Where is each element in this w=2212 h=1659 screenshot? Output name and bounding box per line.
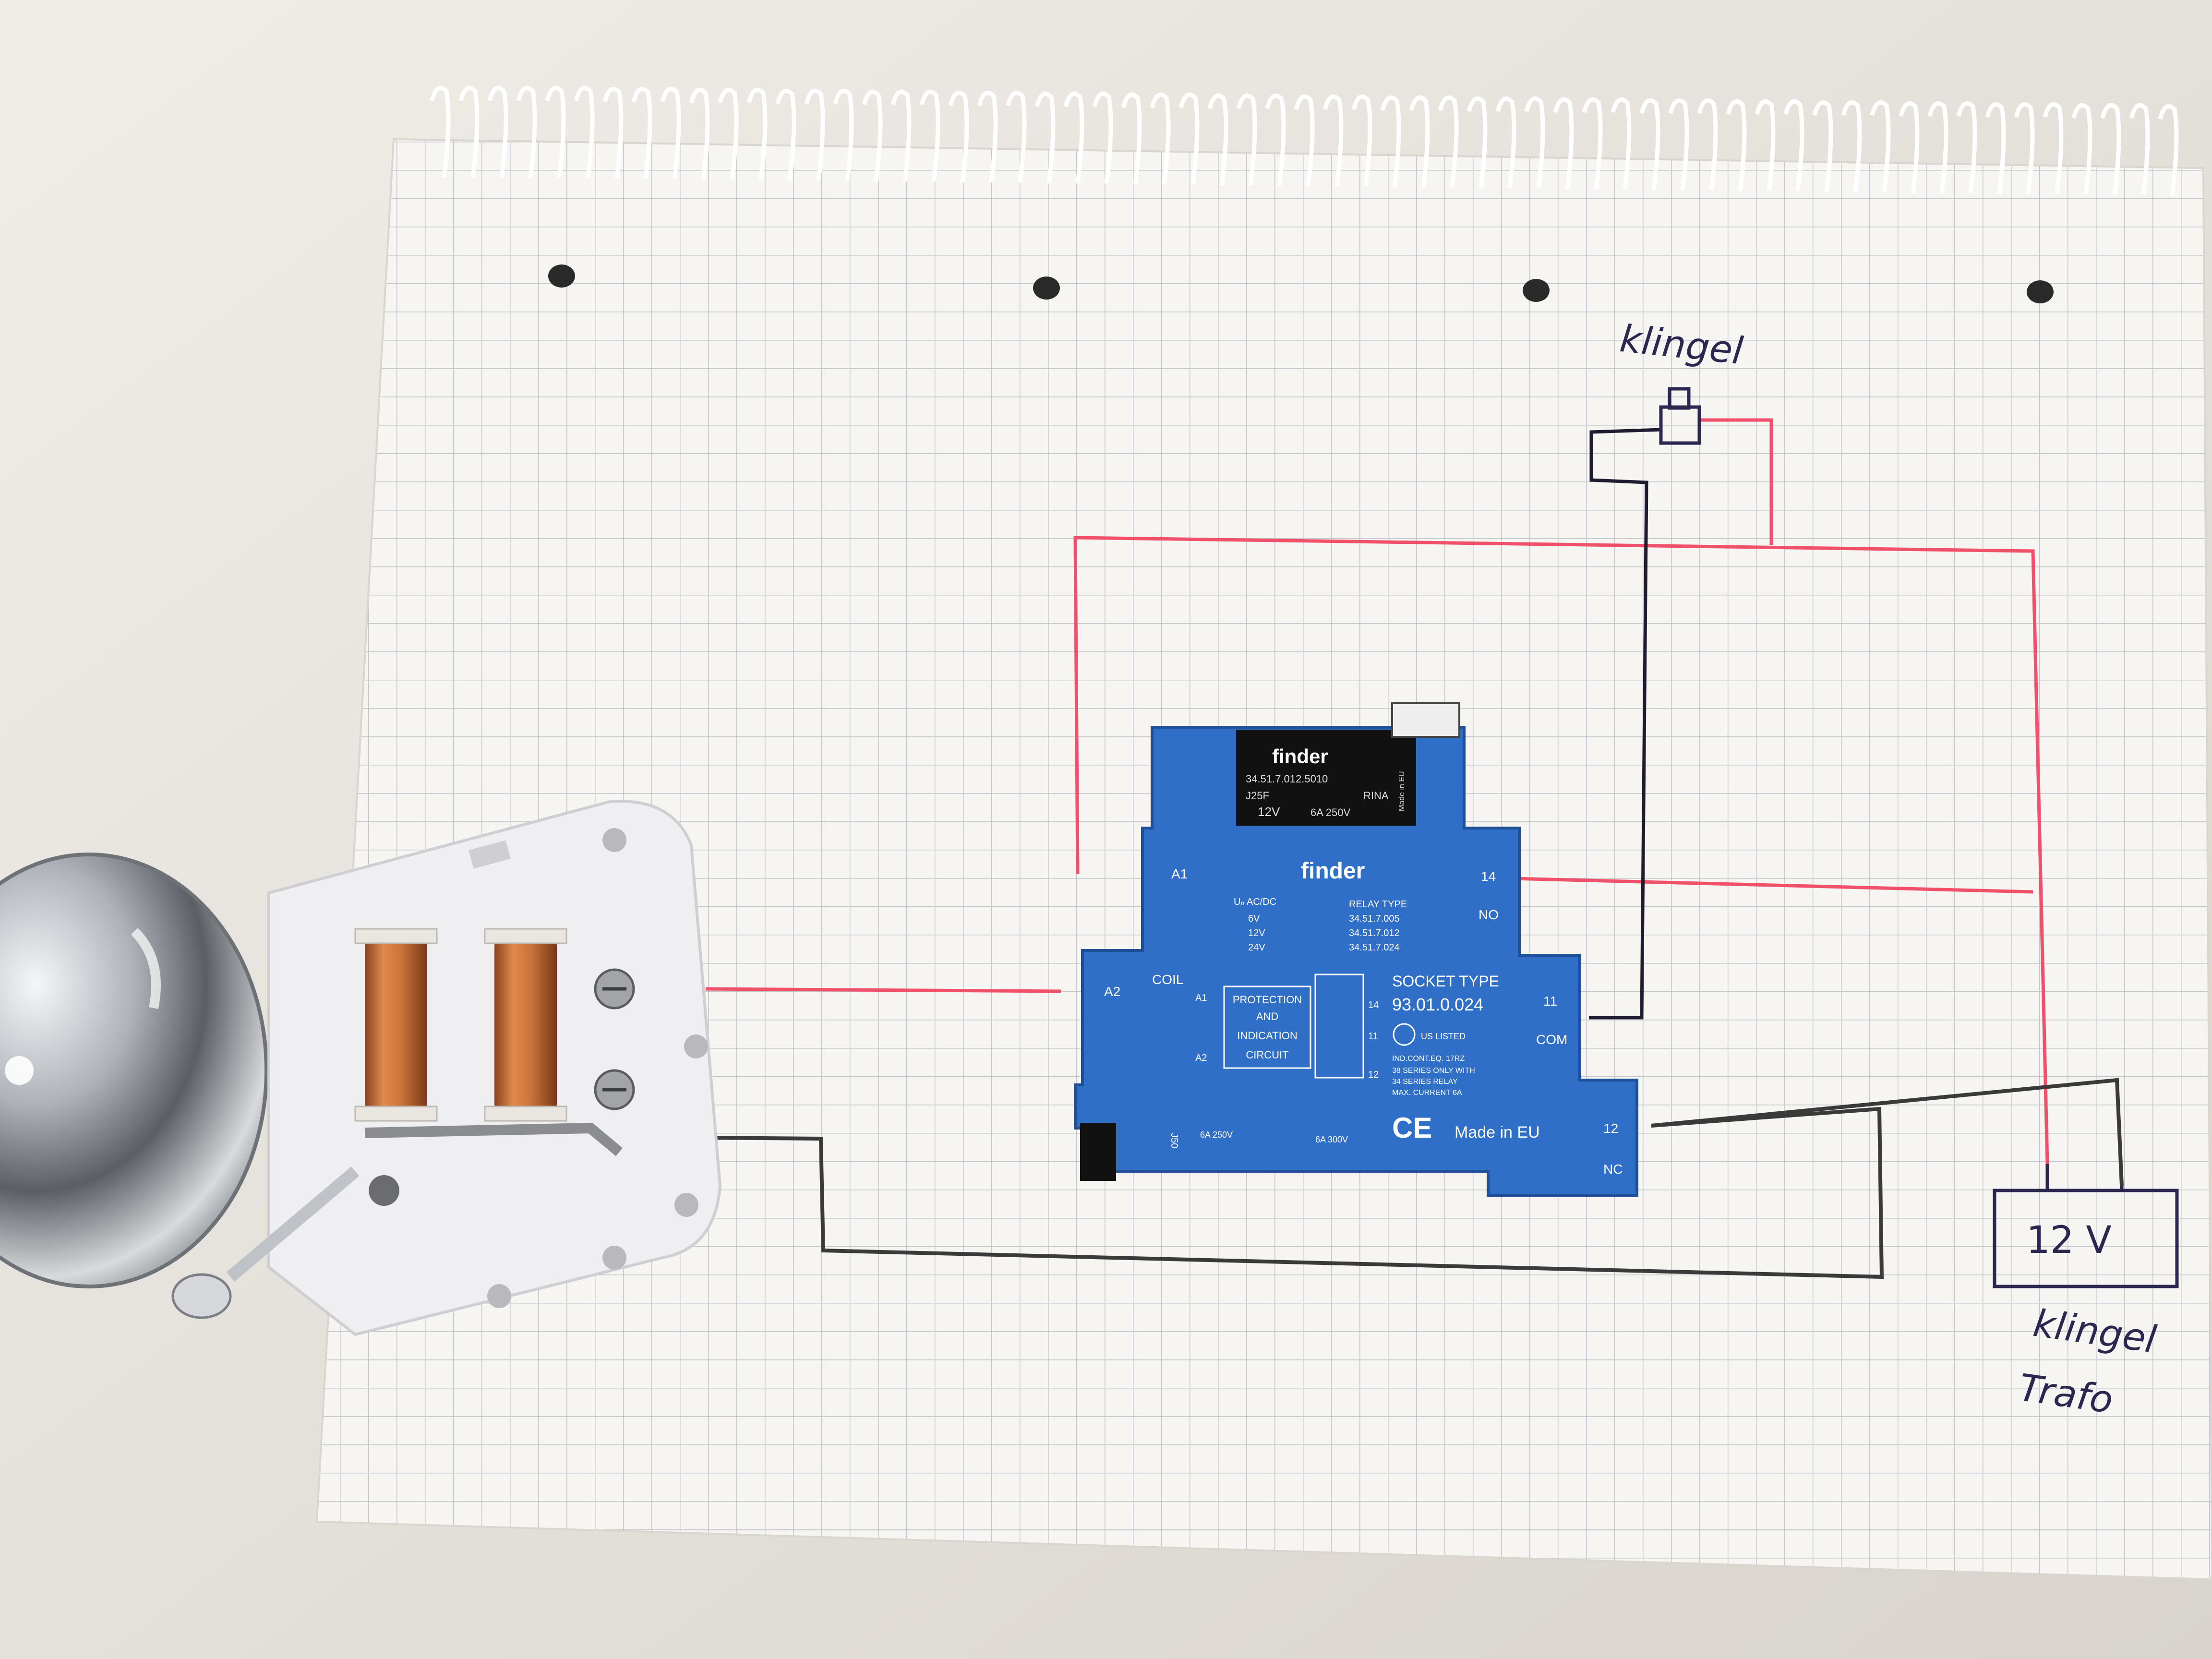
inner-12: 12 bbox=[1368, 1070, 1379, 1080]
black-wires bbox=[705, 1078, 2124, 1279]
spiral-binding bbox=[430, 85, 2179, 196]
socket-labels: finder A1 14 NO COIL A2 11 COM 12 NC Uₙ … bbox=[1104, 858, 1623, 1177]
relay-module bbox=[1074, 702, 1638, 1197]
transformer-symbol bbox=[1993, 1164, 2179, 1288]
series-2: 34 SERIES RELAY bbox=[1392, 1078, 1458, 1086]
module-model: 34.51.7.012.5010 bbox=[1246, 773, 1328, 785]
series-1: 38 SERIES ONLY WITH bbox=[1392, 1067, 1475, 1075]
label-no: NO bbox=[1479, 907, 1499, 922]
bell-switch-symbol bbox=[1659, 387, 1701, 445]
spiral-holes bbox=[548, 264, 2054, 303]
protection-line4: CIRCUIT bbox=[1246, 1049, 1288, 1061]
inner-11: 11 bbox=[1368, 1031, 1378, 1042]
inner-a2: A2 bbox=[1195, 1053, 1207, 1063]
voltage-0: 6V bbox=[1248, 914, 1260, 924]
relay-type-label: RELAY TYPE bbox=[1349, 899, 1407, 910]
relay-module-labels: finder 34.51.7.012.5010 J25F 12V 6A 250V… bbox=[1246, 745, 1406, 819]
ul-text: US LISTED bbox=[1421, 1032, 1466, 1041]
module-brand: finder bbox=[1272, 745, 1328, 768]
module-rina: RINA bbox=[1363, 790, 1389, 802]
voltage-1: 12V bbox=[1248, 928, 1265, 938]
label-12: 12 bbox=[1603, 1121, 1618, 1136]
socket-type-label: SOCKET TYPE bbox=[1392, 973, 1499, 990]
label-a2: A2 bbox=[1104, 984, 1120, 999]
max-current: MAX. CURRENT 6A bbox=[1392, 1089, 1462, 1097]
socket-brand: finder bbox=[1301, 858, 1365, 884]
voltage-2: 24V bbox=[1248, 942, 1265, 953]
protection-line3: INDICATION bbox=[1237, 1030, 1297, 1042]
module-made: Made in EU bbox=[1398, 771, 1406, 811]
module-coil: 12V bbox=[1258, 805, 1280, 819]
inner-a1: A1 bbox=[1195, 993, 1207, 1003]
ind-cont: IND.CONT.EQ. 17RZ bbox=[1392, 1055, 1465, 1063]
label-nc: NC bbox=[1603, 1162, 1623, 1177]
relay-type-0: 34.51.7.005 bbox=[1349, 914, 1400, 924]
label-com: COM bbox=[1536, 1032, 1567, 1047]
rating-1: 6A 250V bbox=[1200, 1130, 1233, 1140]
side-label: J50 bbox=[1169, 1133, 1179, 1148]
bell bbox=[0, 853, 268, 1288]
protection-line2: AND bbox=[1256, 1010, 1278, 1022]
module-code: J25F bbox=[1246, 790, 1269, 802]
transformer-voltage: 12 V bbox=[2026, 1219, 2111, 1262]
relay-type-2: 34.51.7.024 bbox=[1349, 942, 1400, 953]
hammer-arm bbox=[171, 1122, 623, 1319]
terminal-screws bbox=[594, 968, 635, 1110]
relay-type-1: 34.51.7.012 bbox=[1349, 928, 1400, 938]
red-wires bbox=[705, 418, 2049, 1165]
protection-line1: PROTECTION bbox=[1233, 994, 1302, 1006]
rating-2: 6A 300V bbox=[1315, 1135, 1348, 1144]
made-in: Made in EU bbox=[1455, 1123, 1540, 1142]
socket-type-value: 93.01.0.024 bbox=[1392, 995, 1483, 1014]
label-14: 14 bbox=[1481, 869, 1496, 884]
label-coil: COIL bbox=[1152, 972, 1183, 987]
electromagnet-coils bbox=[354, 928, 567, 1122]
module-rating: 6A 250V bbox=[1310, 806, 1351, 818]
ac-dc: Uₙ AC/DC bbox=[1234, 897, 1276, 907]
label-11: 11 bbox=[1543, 994, 1557, 1009]
inner-14: 14 bbox=[1368, 1000, 1379, 1010]
pen-wires bbox=[1589, 428, 1661, 1020]
ce-mark: CE bbox=[1392, 1112, 1432, 1144]
label-a1: A1 bbox=[1171, 866, 1188, 881]
